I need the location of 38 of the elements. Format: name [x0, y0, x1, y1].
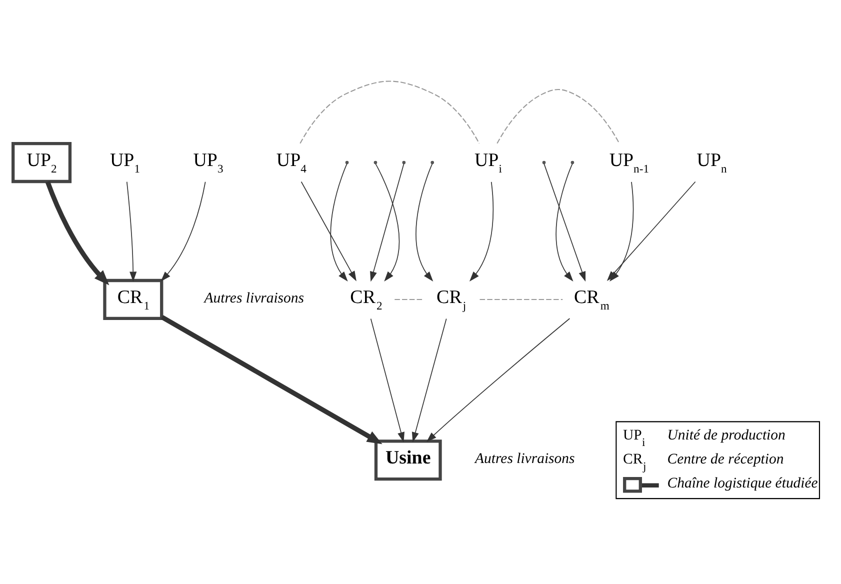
arrow: [544, 163, 586, 282]
label: CR$_{j}$: [623, 451, 646, 473]
arrow: [556, 163, 574, 282]
arrow: [370, 318, 404, 442]
node-text: CR$_{j}$: [436, 287, 466, 313]
arrow: [330, 163, 348, 282]
label: Autres livraisons: [475, 450, 575, 467]
node-text: UP$_{4}$: [276, 150, 306, 176]
node-box: Usine: [374, 440, 442, 481]
node-text: UP$_{i}$: [474, 150, 502, 176]
node-box: CR$_{1}$: [103, 278, 164, 320]
label: UP$_{i}$: [623, 427, 646, 449]
arrow: [370, 163, 404, 282]
connector: [480, 298, 563, 300]
arrow: [416, 163, 434, 282]
legend-label: Centre de réception: [667, 451, 784, 468]
connector: [300, 80, 480, 144]
node-box: UP$_{2}$: [12, 142, 72, 184]
arrow: [160, 181, 206, 282]
connector: [496, 89, 620, 144]
legend-label: Unité de production: [667, 427, 786, 444]
arrow: [426, 318, 570, 442]
arrow: [300, 181, 356, 282]
arrow: [375, 163, 400, 282]
node-text: CR$_{2}$: [350, 287, 382, 313]
label: Autres livraisons: [204, 290, 304, 306]
arrow: [160, 315, 382, 444]
legend-label: Chaîne logistique étudiée: [667, 476, 818, 492]
node-text: UP$_{n-1}$: [609, 150, 649, 176]
arrow: [45, 181, 110, 286]
connector: [394, 298, 423, 300]
arrow: [469, 181, 494, 282]
node-text: UP$_{3}$: [193, 150, 224, 176]
arrow: [126, 181, 137, 282]
node-text: UP$_{1}$: [110, 150, 140, 176]
node-text: UP$_{n}$: [696, 150, 727, 176]
arrow: [412, 318, 447, 442]
node-text: CR$_{m}$: [574, 287, 610, 313]
